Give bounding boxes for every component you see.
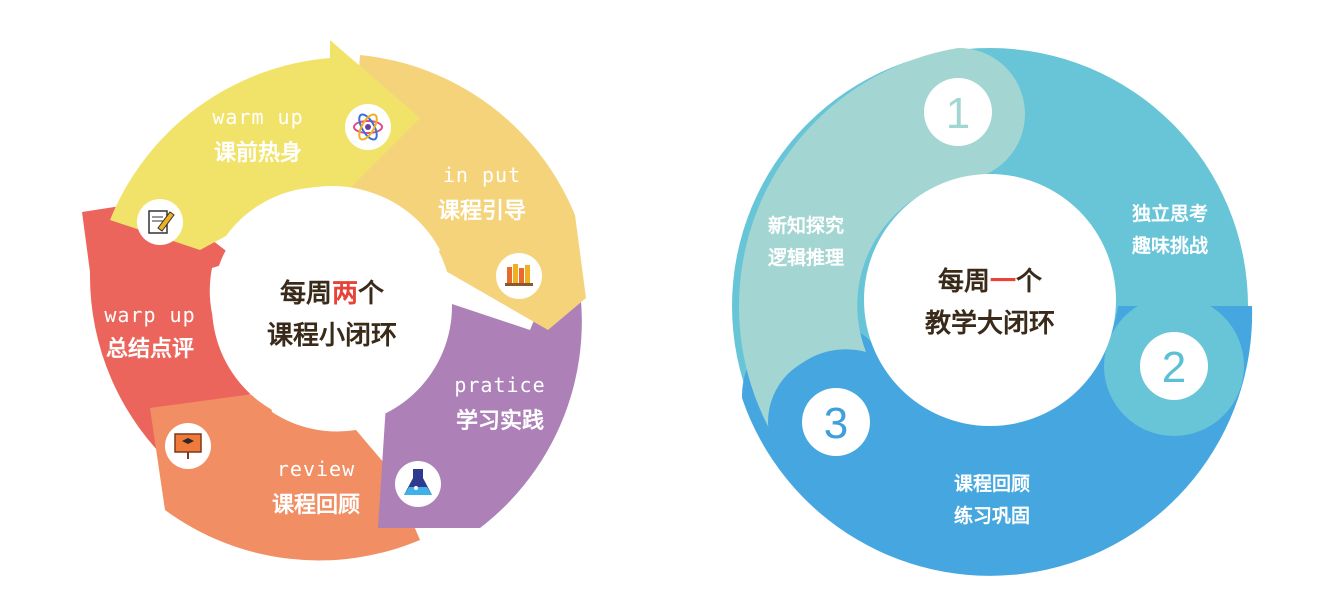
books-icon — [496, 253, 542, 299]
stage-3-number: 3 — [824, 399, 848, 448]
right-cycle: 1 2 3 新知探究 逻辑推理 独立思考 趣味挑战 课程回顾 练习巩固 每周一个… — [732, 47, 1253, 576]
pencil-paper-icon — [137, 199, 183, 245]
stage-1-line1: 新知探究 — [768, 214, 844, 237]
input-cn-label: 课程引导 — [438, 199, 526, 224]
right-center-line1: 每周一个 — [938, 266, 1043, 297]
stage-2-line2: 趣味挑战 — [1131, 234, 1208, 257]
pratice-en-label: pratice — [454, 373, 545, 397]
input-en-label: in put — [443, 163, 521, 187]
right-center-circle — [864, 174, 1116, 426]
warm-up-cn-label: 课前热身 — [214, 140, 302, 166]
segment-pratice — [378, 238, 582, 528]
left-cycle: warm up 课前热身 in put 课程引导 pratice 学习实践 re… — [82, 40, 586, 561]
segment-warm-up — [110, 40, 420, 250]
stage-2-number: 2 — [1162, 343, 1186, 392]
warp-up-en-label: warp up — [104, 303, 195, 327]
stage-1-line2: 逻辑推理 — [768, 246, 844, 269]
warm-up-en-label: warm up — [212, 105, 303, 129]
left-center-line2: 课程小闭环 — [267, 321, 397, 351]
stage-2-badge — [1140, 332, 1208, 400]
stage-1-badge — [924, 78, 992, 146]
stage-2-line1: 独立思考 — [1132, 202, 1208, 225]
stage-3-line1: 课程回顾 — [954, 473, 1030, 495]
stage-1-number: 1 — [946, 89, 970, 138]
right-center-line2: 教学大闭环 — [925, 308, 1055, 339]
warp-up-cn-label: 总结点评 — [106, 336, 194, 362]
left-center-line1: 每周两个 — [280, 278, 385, 309]
review-en-label: review — [277, 457, 355, 481]
left-center-circle — [212, 186, 452, 426]
stage-3-line2: 练习巩固 — [954, 504, 1030, 527]
pratice-cn-label: 学习实践 — [456, 408, 544, 434]
segment-review — [150, 392, 420, 561]
atom-icon — [345, 104, 391, 150]
presentation-board-icon — [165, 423, 211, 469]
review-cn-label: 课程回顾 — [272, 493, 360, 518]
flask-icon — [395, 461, 441, 507]
stage-3-badge — [802, 388, 870, 456]
